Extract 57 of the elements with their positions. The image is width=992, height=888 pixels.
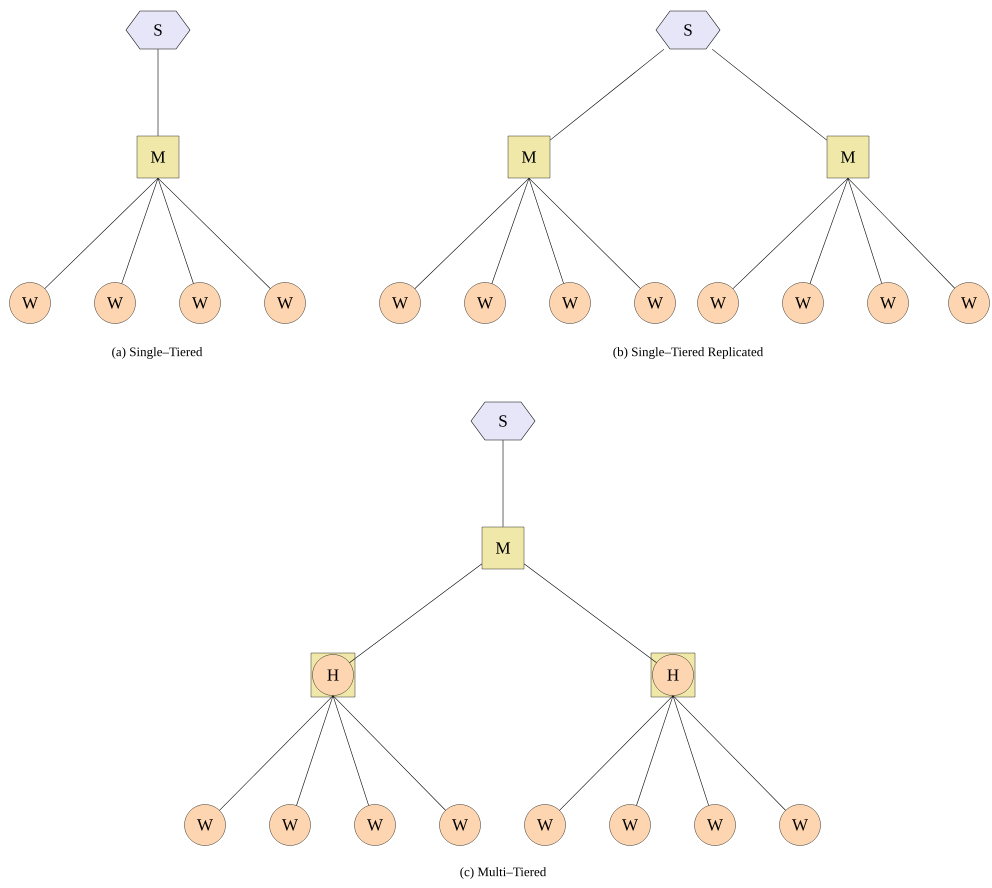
circle-node: W [269,804,311,846]
circle-node: W [94,282,136,324]
connector-line [712,48,828,140]
connector-line [158,178,271,289]
circle-node: W [867,282,909,324]
subfigure-caption: (a) Single–Tiered [112,347,202,359]
connector-line [810,178,848,284]
circle-node: W [779,804,821,846]
circle-node: W [697,282,739,324]
circle-node: W [264,282,306,324]
circle-node: W [549,282,591,324]
circle-node: W [9,282,51,324]
square-node: M [482,526,524,570]
connector-line [524,564,657,663]
connector-line [296,695,334,806]
connector-line [492,178,530,284]
connector-line [219,695,334,811]
circle-node: W [694,804,736,846]
subfigure-caption: (c) Multi–Tiered [460,867,546,879]
connector-line [636,695,674,806]
connector-line [672,695,709,806]
square-node: M [826,136,870,178]
hexagon-node: S [126,10,190,50]
connector-line [672,695,786,811]
connector-line [414,178,530,289]
hexagon-node: S [470,402,536,440]
connector-line [332,695,446,811]
circle-node: W [609,804,651,846]
circle-node: W [379,282,421,324]
connector-line [732,178,848,289]
connector-line [502,440,504,528]
circle-node: W [179,282,221,324]
square-node: M [508,136,550,178]
connector-line [121,178,158,284]
square-node: M [136,136,180,178]
circle-node: H [652,654,694,696]
connector-line [528,178,641,289]
circle-node: W [184,804,226,846]
connector-line [550,48,664,140]
circle-node: W [634,282,676,324]
connector-line [848,178,955,288]
connector-line [848,178,882,284]
circle-node: W [354,804,396,846]
connector-line [528,178,564,284]
circle-node: W [948,282,990,324]
circle-node: W [782,282,824,324]
connector-line [44,178,158,289]
connector-line [158,178,194,284]
hexagon-node: S [656,10,720,50]
connector-line [559,695,674,811]
subfigure-caption: (b) Single–Tiered Replicated [613,347,764,359]
circle-node: W [464,282,506,324]
circle-node: W [439,804,481,846]
connector-line [349,564,482,663]
circle-node: W [524,804,566,846]
connector-line [332,695,369,806]
circle-node: H [312,654,354,696]
